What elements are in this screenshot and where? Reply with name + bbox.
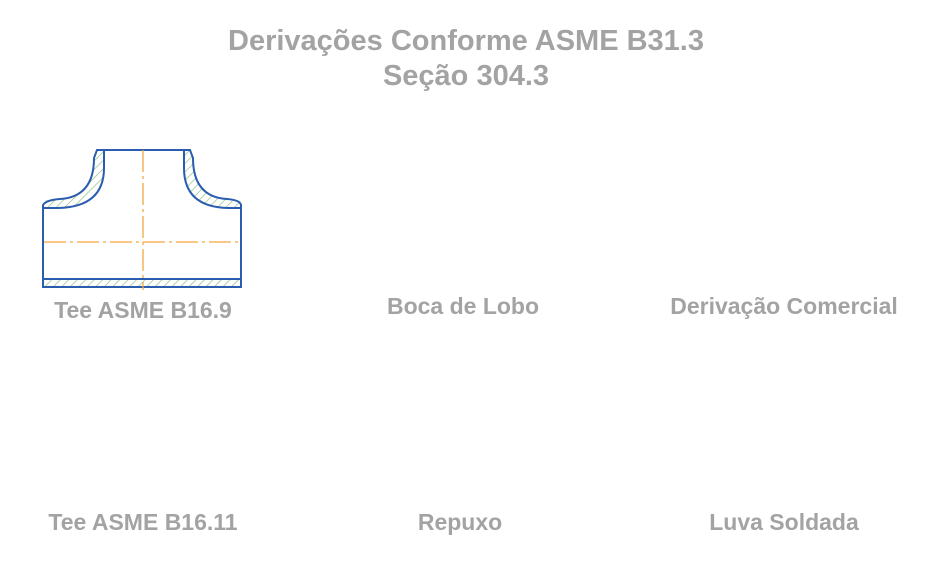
diagram-subtitle: Seção 304.3	[382, 60, 550, 92]
figure-tee-b16-9	[42, 149, 242, 290]
caption-boca-de-lobo: Boca de Lobo	[386, 293, 540, 319]
caption-tee-b16-11: Tee ASME B16.11	[48, 509, 238, 535]
diagram-title: Derivações Conforme ASME B31.3	[228, 25, 704, 57]
caption-repuxo: Repuxo	[417, 509, 503, 535]
caption-derivacao-comercial: Derivação Comercial	[670, 293, 898, 319]
caption-luva-soldada: Luva Soldada	[709, 509, 859, 535]
caption-tee-b16-9: Tee ASME B16.9	[54, 297, 232, 323]
